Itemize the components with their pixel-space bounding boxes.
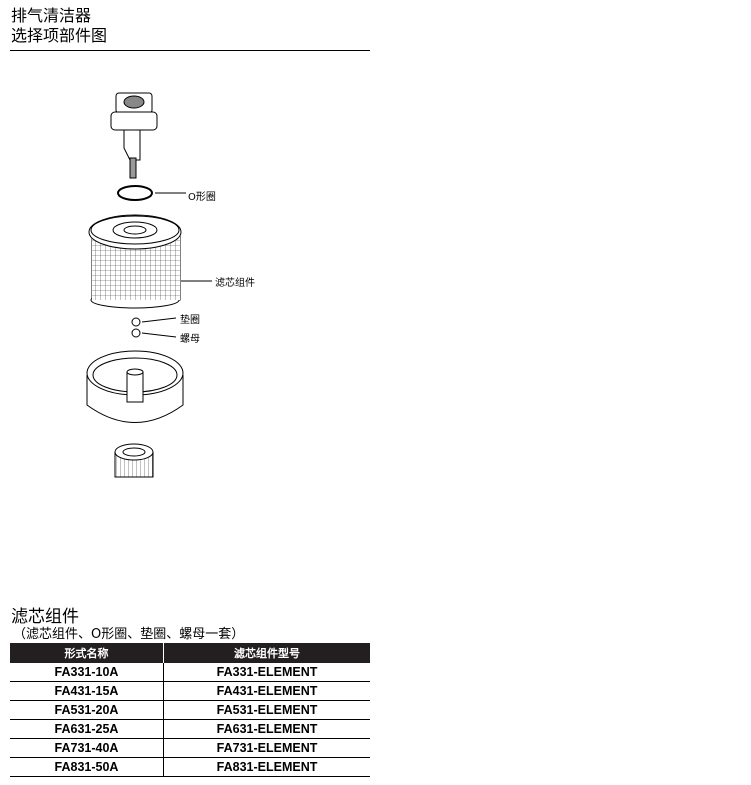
header-element-model: 滤芯组件型号 — [163, 643, 370, 663]
washer-part — [131, 317, 141, 327]
element-model-cell: FA531-ELEMENT — [163, 700, 370, 720]
washer-label: 垫圈 — [180, 315, 200, 326]
element-model-cell: FA831-ELEMENT — [163, 757, 370, 777]
fitting-part — [110, 92, 158, 179]
model-cell: FA731-40A — [10, 738, 164, 758]
o-ring-part — [117, 185, 153, 201]
nut-part — [131, 328, 141, 338]
o-ring-label: O形圈 — [188, 192, 216, 203]
model-cell: FA431-15A — [10, 681, 164, 701]
model-cell: FA831-50A — [10, 757, 164, 777]
title-divider — [10, 50, 370, 51]
model-cell: FA531-20A — [10, 700, 164, 720]
element-model-cell: FA431-ELEMENT — [163, 681, 370, 701]
leader-lines — [141, 192, 212, 338]
header-model: 形式名称 — [10, 643, 164, 663]
element-model-cell: FA331-ELEMENT — [163, 663, 370, 682]
model-cell: FA331-10A — [10, 663, 164, 682]
element-label: 滤芯组件 — [215, 278, 255, 289]
title-line-2: 选择项部件图 — [11, 26, 108, 45]
section-subtitle: （滤芯组件、O形圈、垫圈、螺母一套） — [13, 627, 245, 642]
exploded-parts-diagram — [86, 92, 212, 478]
element-model-cell: FA731-ELEMENT — [163, 738, 370, 758]
bowl-part — [86, 350, 184, 423]
title-line-1: 排气清洁器 — [11, 6, 92, 25]
section-title: 滤芯组件 — [11, 607, 79, 627]
filter-element-part — [88, 214, 182, 309]
drain-part — [114, 443, 154, 478]
element-model-cell: FA631-ELEMENT — [163, 719, 370, 739]
model-cell: FA631-25A — [10, 719, 164, 739]
nut-label: 螺母 — [180, 334, 200, 345]
